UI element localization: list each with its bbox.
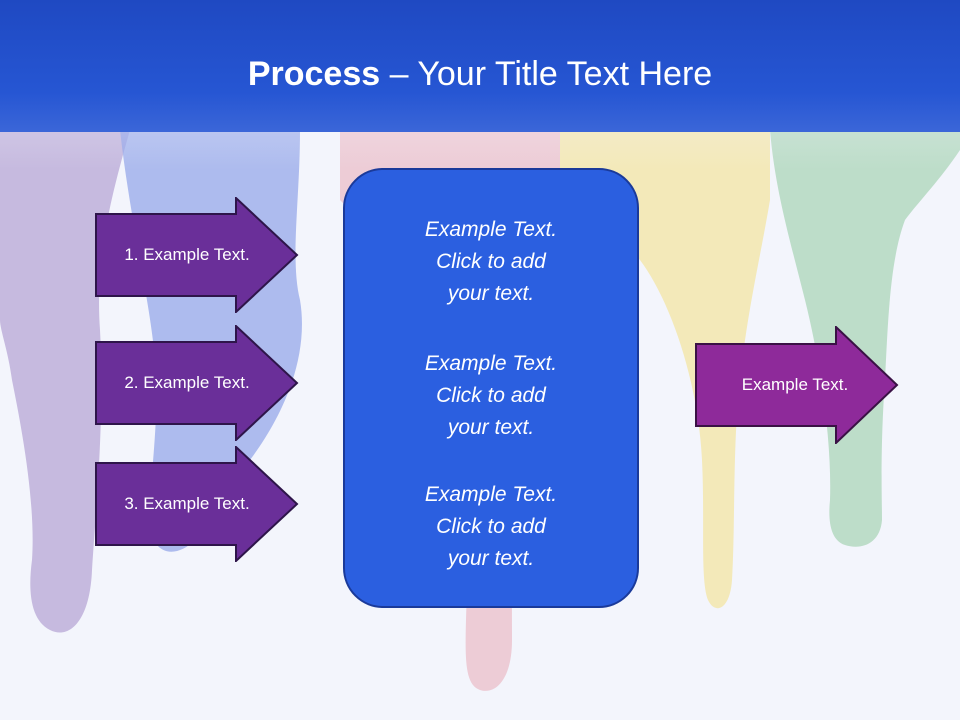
arrow-shape xyxy=(695,326,899,444)
center-text-box[interactable]: Example Text. Click to add your text. Ex… xyxy=(343,168,639,608)
block-line: Click to add xyxy=(436,384,546,407)
block-line: Example Text. xyxy=(424,352,558,375)
arrow-shape xyxy=(95,197,299,313)
center-text-block-1: Example Text. Click to add your text. xyxy=(345,214,637,310)
arrow-label: 2. Example Text. xyxy=(124,373,250,392)
title-bar xyxy=(0,0,960,132)
arrow-label: Example Text. xyxy=(741,375,849,394)
left-arrow-2[interactable]: 2. Example Text. xyxy=(95,325,299,441)
block-line: Example Text. xyxy=(424,483,558,506)
block-line: Example Text. xyxy=(424,218,558,241)
right-arrow[interactable]: Example Text. xyxy=(695,326,899,444)
arrow-label: 1. Example Text. xyxy=(124,245,250,264)
arrow-shape xyxy=(95,325,299,441)
block-line: your text. xyxy=(447,416,535,439)
block-line: Click to add xyxy=(436,515,546,538)
block-line: Click to add xyxy=(436,250,546,273)
arrow-shape xyxy=(95,446,299,562)
left-arrow-1[interactable]: 1. Example Text. xyxy=(95,197,299,313)
center-text-block-3: Example Text. Click to add your text. xyxy=(345,479,637,575)
block-line: your text. xyxy=(447,547,535,570)
block-line: your text. xyxy=(447,282,535,305)
slide-title[interactable]: Process – Your Title Text Here xyxy=(0,52,960,96)
center-text-block-2: Example Text. Click to add your text. xyxy=(345,348,637,444)
arrow-label: 3. Example Text. xyxy=(124,494,250,513)
left-arrow-3[interactable]: 3. Example Text. xyxy=(95,446,299,562)
slide-title-bold: Process xyxy=(247,55,381,93)
slide-title-rest: – Your Title Text Here xyxy=(380,55,713,93)
